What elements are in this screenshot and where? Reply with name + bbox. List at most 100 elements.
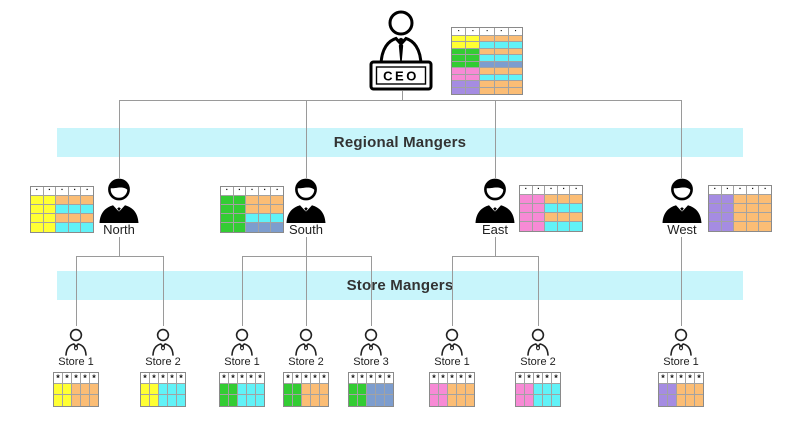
table-cell	[532, 194, 546, 204]
table-header-row: ▪▪▪▪▪	[452, 28, 523, 36]
table-header-cell: *	[177, 373, 185, 384]
table-cell	[525, 395, 534, 406]
table-cell	[520, 203, 533, 213]
manager-icon-south	[286, 178, 326, 223]
table-cell	[721, 212, 735, 222]
table-cell	[709, 212, 722, 222]
table-cell	[659, 384, 668, 395]
table-header-cell: *	[168, 373, 177, 384]
table-cell	[466, 61, 481, 68]
table-cell	[233, 204, 247, 214]
table-cell	[293, 395, 302, 406]
table-header-row: *****	[430, 373, 474, 384]
table-cell	[385, 384, 393, 395]
table-header-row: ▪▪▪▪▪	[221, 187, 283, 196]
table-cell	[430, 384, 439, 395]
table-cell	[466, 395, 474, 406]
table-cell	[734, 212, 747, 222]
table-cell	[746, 221, 760, 231]
table-row	[709, 203, 771, 213]
table-cell	[246, 222, 259, 232]
table-cell	[508, 55, 523, 62]
table-cell	[72, 395, 81, 406]
table-header-cell: *	[439, 373, 448, 384]
table-header-cell: *	[54, 373, 63, 384]
table-cell	[452, 87, 467, 94]
table-cell	[545, 194, 558, 204]
store-label: Store 3	[353, 356, 389, 368]
table-header-cell: *	[311, 373, 320, 384]
table-header-cell: *	[534, 373, 543, 384]
table-cell	[466, 384, 474, 395]
table-cell	[72, 384, 81, 395]
table-header-cell: *	[466, 373, 474, 384]
table-cell	[81, 384, 90, 395]
table-header-cell: *	[516, 373, 525, 384]
table-row	[349, 384, 393, 395]
table-cell	[452, 55, 467, 62]
table-cell	[376, 395, 385, 406]
table-header-row: ▪▪▪▪▪	[31, 187, 93, 196]
table-cell	[520, 221, 533, 231]
table-cell	[709, 194, 722, 204]
table-header-cell: ▪	[480, 28, 495, 36]
table-row	[452, 68, 523, 75]
table-row	[54, 395, 98, 406]
manager-table-north: ▪▪▪▪▪	[30, 186, 94, 233]
table-row	[709, 194, 771, 204]
table-cell	[258, 195, 272, 205]
table-header-cell: ▪	[56, 187, 69, 196]
table-header-cell: ▪	[734, 186, 747, 195]
table-cell	[367, 384, 376, 395]
connector-line	[402, 91, 403, 100]
connector-line	[242, 256, 372, 257]
table-cell	[508, 68, 523, 75]
table-cell	[494, 81, 509, 88]
table-header-cell: *	[552, 373, 560, 384]
table-cell	[494, 68, 509, 75]
table-cell	[233, 222, 247, 232]
table-cell	[516, 395, 525, 406]
connector-line	[76, 256, 77, 326]
table-row	[452, 74, 523, 81]
table-cell	[68, 222, 82, 232]
table-cell	[543, 384, 552, 395]
table-cell	[293, 384, 302, 395]
table-cell	[466, 74, 481, 81]
table-header-cell: *	[695, 373, 703, 384]
table-header-cell: *	[150, 373, 159, 384]
manager-icon-east	[475, 178, 515, 223]
table-header-row: *****	[220, 373, 264, 384]
table-row	[520, 212, 582, 222]
connector-line	[119, 100, 681, 101]
table-cell	[508, 48, 523, 55]
table-cell	[508, 81, 523, 88]
table-cell	[43, 213, 57, 223]
table-cell	[709, 203, 722, 213]
table-header-cell: ▪	[452, 28, 467, 36]
store-managers-band: Store Mangers	[57, 271, 743, 300]
table-cell	[570, 203, 582, 213]
table-cell	[466, 48, 481, 55]
table-cell	[168, 384, 177, 395]
table-cell	[686, 395, 695, 406]
table-header-cell: *	[358, 373, 367, 384]
table-cell	[452, 61, 467, 68]
table-header-cell: ▪	[466, 28, 481, 36]
table-row	[452, 61, 523, 68]
table-header-row: *****	[659, 373, 703, 384]
table-header-cell: *	[220, 373, 229, 384]
table-cell	[43, 195, 57, 205]
table-header-cell: ▪	[520, 186, 533, 195]
table-cell	[570, 212, 582, 222]
table-cell	[31, 222, 44, 232]
table-row	[452, 35, 523, 42]
manager-table-east: ▪▪▪▪▪	[519, 185, 583, 232]
table-cell	[466, 87, 481, 94]
table-cell	[746, 203, 760, 213]
table-cell	[31, 195, 44, 205]
table-cell	[734, 203, 747, 213]
table-cell	[570, 194, 582, 204]
table-header-cell: ▪	[508, 28, 523, 36]
